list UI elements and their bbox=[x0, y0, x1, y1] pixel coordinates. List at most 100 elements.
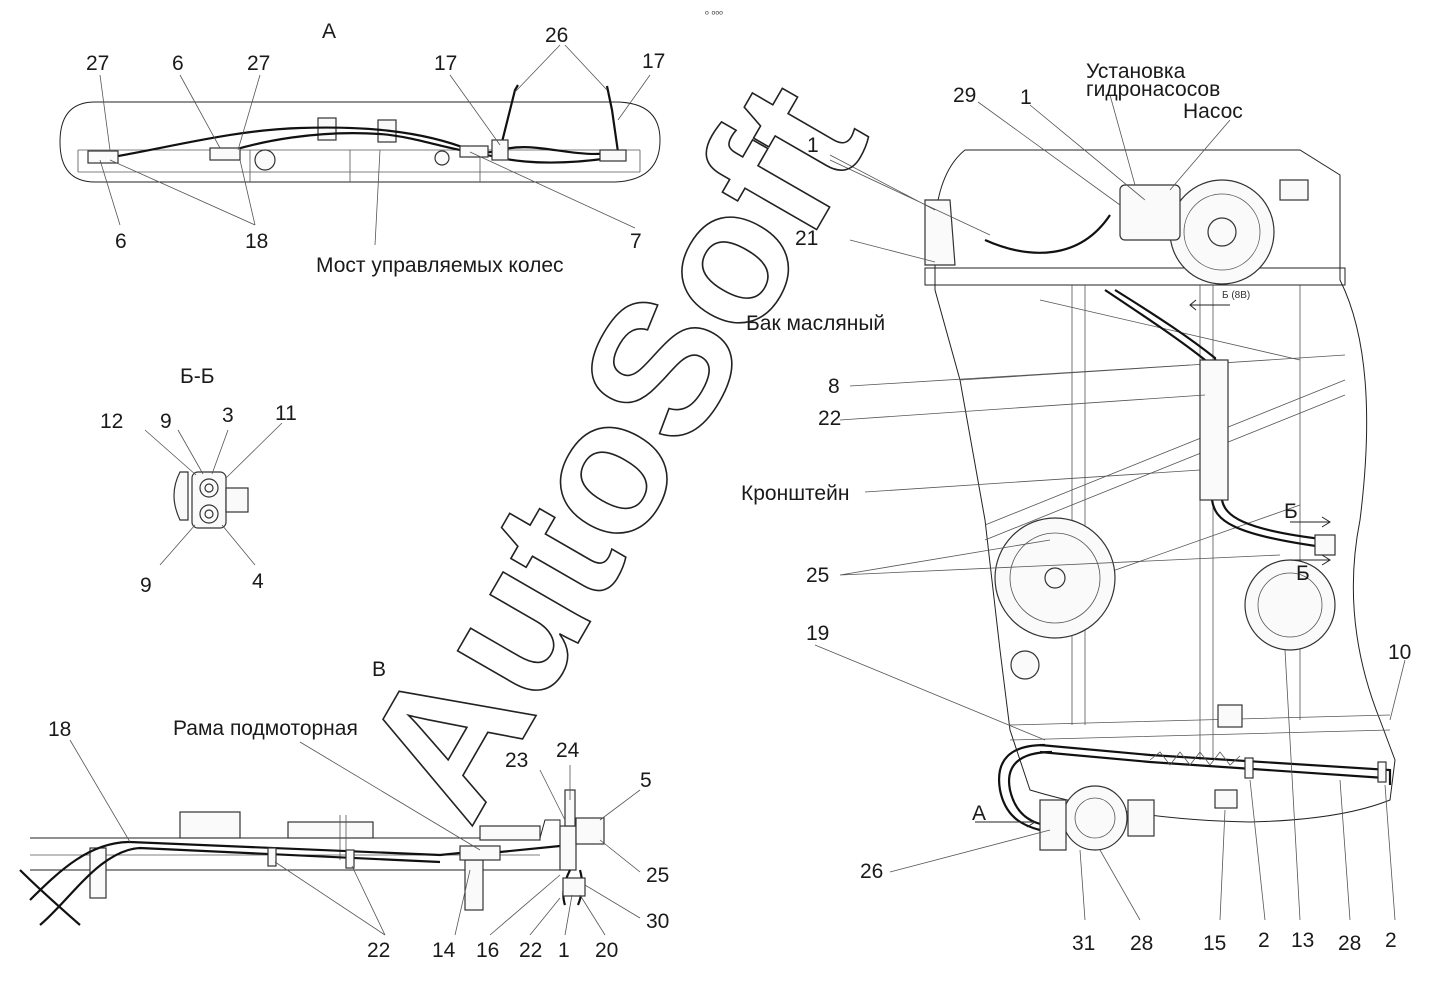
pulley-hub bbox=[1044, 567, 1066, 589]
label-25: 25 bbox=[646, 864, 669, 887]
hose-14 bbox=[499, 844, 561, 854]
label-9: 9 bbox=[140, 574, 152, 597]
caption-oil-tank: Бак масляный bbox=[746, 312, 885, 335]
label-8: 8 bbox=[828, 375, 840, 398]
label-21: 21 bbox=[795, 227, 818, 250]
watermark-autosoft: AutoSoft bbox=[322, 50, 907, 850]
fitting-20 bbox=[562, 877, 586, 897]
label-11: 11 bbox=[275, 402, 297, 425]
label-2: 2 bbox=[1258, 929, 1270, 952]
label-1: 1 bbox=[807, 134, 819, 157]
section-mark-b-top: Б bbox=[1284, 500, 1298, 523]
label-17: 17 bbox=[434, 52, 457, 75]
bolt-nut bbox=[225, 487, 249, 513]
fitting-15 bbox=[1214, 789, 1238, 809]
label-31: 31 bbox=[1072, 932, 1095, 955]
pulley-lower bbox=[1244, 559, 1336, 651]
hose-28 bbox=[1039, 743, 1392, 785]
mount-block bbox=[287, 821, 374, 839]
machine-side-outline bbox=[934, 149, 1396, 823]
view-a: А 27 6 27 17 26 17 6 18 7 Мост управляем… bbox=[59, 20, 665, 277]
label-14: 14 bbox=[432, 939, 456, 962]
label-22: 22 bbox=[818, 407, 841, 430]
label-6: 6 bbox=[115, 230, 127, 253]
label-30: 30 bbox=[646, 910, 669, 933]
label-9: 9 bbox=[160, 410, 172, 433]
clamp-2 bbox=[1377, 761, 1387, 783]
label-24: 24 bbox=[556, 739, 580, 762]
axle-bolt bbox=[434, 150, 450, 166]
view-a-title: А bbox=[322, 20, 336, 43]
oil-tank bbox=[924, 199, 956, 266]
mount-block bbox=[479, 825, 541, 841]
hose-26-main bbox=[998, 743, 1046, 832]
valve-31 bbox=[1039, 799, 1067, 851]
label-26: 26 bbox=[545, 24, 568, 47]
label-27: 27 bbox=[247, 52, 270, 75]
label-12: 12 bbox=[100, 410, 123, 433]
label-16: 16 bbox=[476, 939, 499, 962]
label-1: 1 bbox=[1020, 86, 1032, 109]
label-23: 23 bbox=[505, 749, 528, 772]
caption-pump-install-2: гидронасосов bbox=[1086, 78, 1220, 101]
view-v-title: В bbox=[372, 658, 386, 681]
hose-26-main-b bbox=[1007, 750, 1053, 827]
section-mark-b-bottom: Б bbox=[1296, 562, 1310, 585]
hose-26-left bbox=[498, 84, 519, 151]
hose-clamp bbox=[317, 117, 337, 141]
caption-steered-axle: Мост управляемых колес bbox=[316, 254, 564, 277]
caption-engine-subframe: Рама подмоторная bbox=[173, 717, 358, 740]
label-27: 27 bbox=[86, 52, 109, 75]
frame-leg bbox=[464, 859, 484, 911]
hydraulic-pump bbox=[1119, 184, 1181, 241]
label-2: 2 bbox=[1385, 929, 1397, 952]
hose-1 bbox=[984, 214, 1111, 254]
hose-27 bbox=[214, 132, 621, 158]
hose-bore bbox=[204, 509, 214, 519]
label-15: 15 bbox=[1203, 932, 1226, 955]
view-mark-a: А bbox=[972, 802, 986, 825]
label-1: 1 bbox=[558, 939, 570, 962]
label-13: 13 bbox=[1291, 929, 1314, 952]
label-20: 20 bbox=[595, 939, 618, 962]
label-10: 10 bbox=[1388, 641, 1411, 664]
caption-bracket: Кронштейн bbox=[741, 482, 849, 505]
bracket-22 bbox=[1199, 359, 1229, 501]
hose-26-right bbox=[605, 85, 620, 153]
hose-clamp-bb bbox=[1314, 534, 1336, 556]
pump-hub bbox=[1207, 217, 1237, 247]
label-22: 22 bbox=[367, 939, 390, 962]
view-bb: Б-Б 12 9 3 11 9 4 bbox=[100, 365, 297, 597]
clamp-22 bbox=[345, 849, 355, 869]
label-22: 22 bbox=[519, 939, 542, 962]
tank-cap bbox=[1010, 650, 1040, 680]
label-26: 26 bbox=[860, 860, 883, 883]
view-v: В Рама подмоторная 18 23 24 5 25 30 22 bbox=[19, 658, 669, 962]
hose-28b bbox=[1039, 750, 1386, 780]
clamp-2 bbox=[1244, 757, 1254, 779]
label-19: 19 bbox=[806, 622, 829, 645]
view-bb-title: Б-Б bbox=[180, 365, 215, 388]
plate-label: Б (8В) bbox=[1222, 290, 1250, 301]
valve-plate bbox=[559, 825, 577, 871]
hose-6 bbox=[94, 126, 611, 164]
hose-outer bbox=[19, 869, 81, 926]
label-5: 5 bbox=[640, 769, 652, 792]
hose-18b bbox=[39, 846, 441, 926]
label-18: 18 bbox=[48, 718, 71, 741]
hose-fitting bbox=[459, 845, 501, 861]
label-18: 18 bbox=[245, 230, 268, 253]
hose-fitting bbox=[599, 149, 627, 162]
label-29: 29 bbox=[953, 84, 976, 107]
valve-block bbox=[1127, 799, 1155, 837]
label-6: 6 bbox=[172, 52, 184, 75]
label-7: 7 bbox=[630, 230, 642, 253]
pump-bracket bbox=[1279, 179, 1309, 201]
hose-fitting bbox=[209, 147, 241, 161]
label-4: 4 bbox=[252, 570, 264, 593]
label-17: 17 bbox=[642, 50, 665, 73]
label-28: 28 bbox=[1130, 932, 1153, 955]
axle-bolt bbox=[254, 149, 276, 171]
valve-5 bbox=[575, 817, 605, 845]
